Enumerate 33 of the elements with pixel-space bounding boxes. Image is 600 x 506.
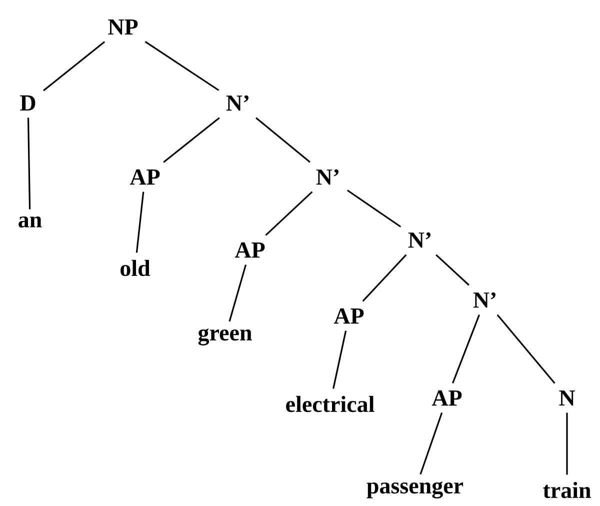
tree-branch (144, 41, 220, 91)
word-label: an (18, 216, 42, 228)
word-label: electrical (286, 396, 374, 412)
tree-branch (256, 117, 310, 163)
tree-branch (27, 118, 31, 210)
tree-branch (420, 412, 443, 475)
tree-branch (136, 192, 144, 253)
word-label: old (120, 260, 150, 276)
category-label: D (20, 95, 36, 111)
word-label: green (198, 328, 252, 346)
tree-branch (566, 412, 568, 475)
tree-branch (228, 264, 247, 322)
category-label: N (559, 390, 575, 406)
category-label: N’ (226, 95, 248, 111)
word-label: passenger (366, 482, 464, 498)
category-label: AP (432, 390, 462, 406)
category-label: AP (334, 308, 364, 324)
tree-branch (362, 254, 407, 302)
category-label: AP (234, 242, 265, 258)
category-label: AP (130, 169, 160, 185)
tree-branch (163, 117, 220, 163)
tree-branch (265, 191, 313, 236)
tree-branch (332, 330, 347, 389)
tree-branch (496, 314, 556, 384)
category-label: N’ (473, 292, 496, 308)
category-label: N’ (316, 169, 338, 185)
category-label: N’ (408, 232, 430, 248)
category-label: NP (108, 19, 138, 35)
tree-branch (436, 254, 470, 286)
word-label: train (543, 482, 591, 498)
tree-branch (452, 314, 480, 384)
tree-branch (43, 41, 106, 92)
tree-branch (346, 190, 402, 228)
